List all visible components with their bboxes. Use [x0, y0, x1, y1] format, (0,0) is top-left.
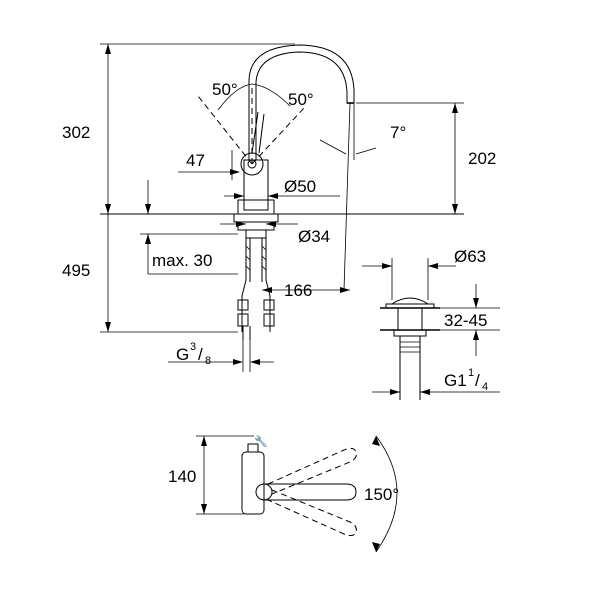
angle-arc-right [251, 83, 291, 107]
svg-text:1: 1 [468, 367, 474, 379]
svg-text:/: / [198, 345, 203, 364]
dimension-lines-side [100, 43, 464, 372]
svg-text:3: 3 [190, 341, 196, 353]
mount-washer [237, 221, 275, 231]
spout-angle-line [343, 102, 351, 291]
plan-spout-hub [255, 483, 273, 501]
svg-text:G1: G1 [444, 371, 467, 390]
dimension-labels: 302 50° 50° 7° 202 47 Ø50 Ø34 495 max. 3… [62, 80, 496, 504]
waste-nut [393, 329, 427, 337]
waste-body [397, 307, 423, 331]
label-140: 140 [168, 467, 196, 486]
label-202: 202 [468, 149, 496, 168]
svg-text:4: 4 [482, 381, 488, 393]
lever-range-left [197, 95, 253, 165]
spout [248, 44, 355, 160]
label-max-30: max. 30 [152, 251, 212, 270]
hose-left [241, 238, 247, 332]
hose-right [265, 238, 271, 332]
svg-text:G: G [176, 345, 189, 364]
swivel-arc [375, 435, 398, 553]
waste-valve [362, 258, 500, 400]
label-495: 495 [62, 261, 90, 280]
plan-body [241, 451, 265, 515]
lever-range-right [251, 107, 305, 165]
faucet-base [237, 199, 275, 215]
plan-spout [264, 483, 357, 501]
label-thread-g38: G 3 / 8 [176, 341, 211, 367]
faucet-body [243, 159, 269, 211]
label-302: 302 [62, 123, 90, 142]
lever-handle-edge [258, 113, 265, 154]
label-diameter-50: Ø50 [284, 177, 316, 196]
label-thread-g114: G1 1 / 4 [444, 367, 488, 393]
svg-text:8: 8 [205, 355, 211, 367]
label-32-45: 32-45 [444, 311, 487, 330]
label-diameter-34: Ø34 [298, 227, 330, 246]
waste-cap [390, 297, 430, 305]
label-diameter-63: Ø63 [454, 247, 486, 266]
label-angle-right: 50° [288, 90, 314, 109]
fitting-right-upper [263, 299, 275, 311]
label-angle-spout: 7° [390, 123, 406, 142]
mount-plate [233, 213, 279, 223]
label-166: 166 [284, 281, 312, 300]
fitting-left-lower [237, 313, 249, 327]
svg-text:🔧: 🔧 [254, 434, 268, 448]
faucet-side-view [100, 44, 464, 340]
label-angle-left: 50° [212, 80, 238, 99]
faucet-plan-view: 🔧 [196, 434, 398, 553]
label-47: 47 [186, 151, 205, 170]
plan-lever [247, 443, 259, 453]
fitting-right-lower [263, 313, 275, 327]
fitting-left-upper [237, 299, 249, 311]
angle-arc-left [217, 83, 253, 111]
swivel-right [267, 489, 357, 537]
lever-handle [251, 111, 259, 154]
swivel-left [267, 447, 357, 495]
svg-text:/: / [475, 371, 480, 390]
mount-nut [245, 229, 267, 239]
label-150: 150° [364, 485, 399, 504]
